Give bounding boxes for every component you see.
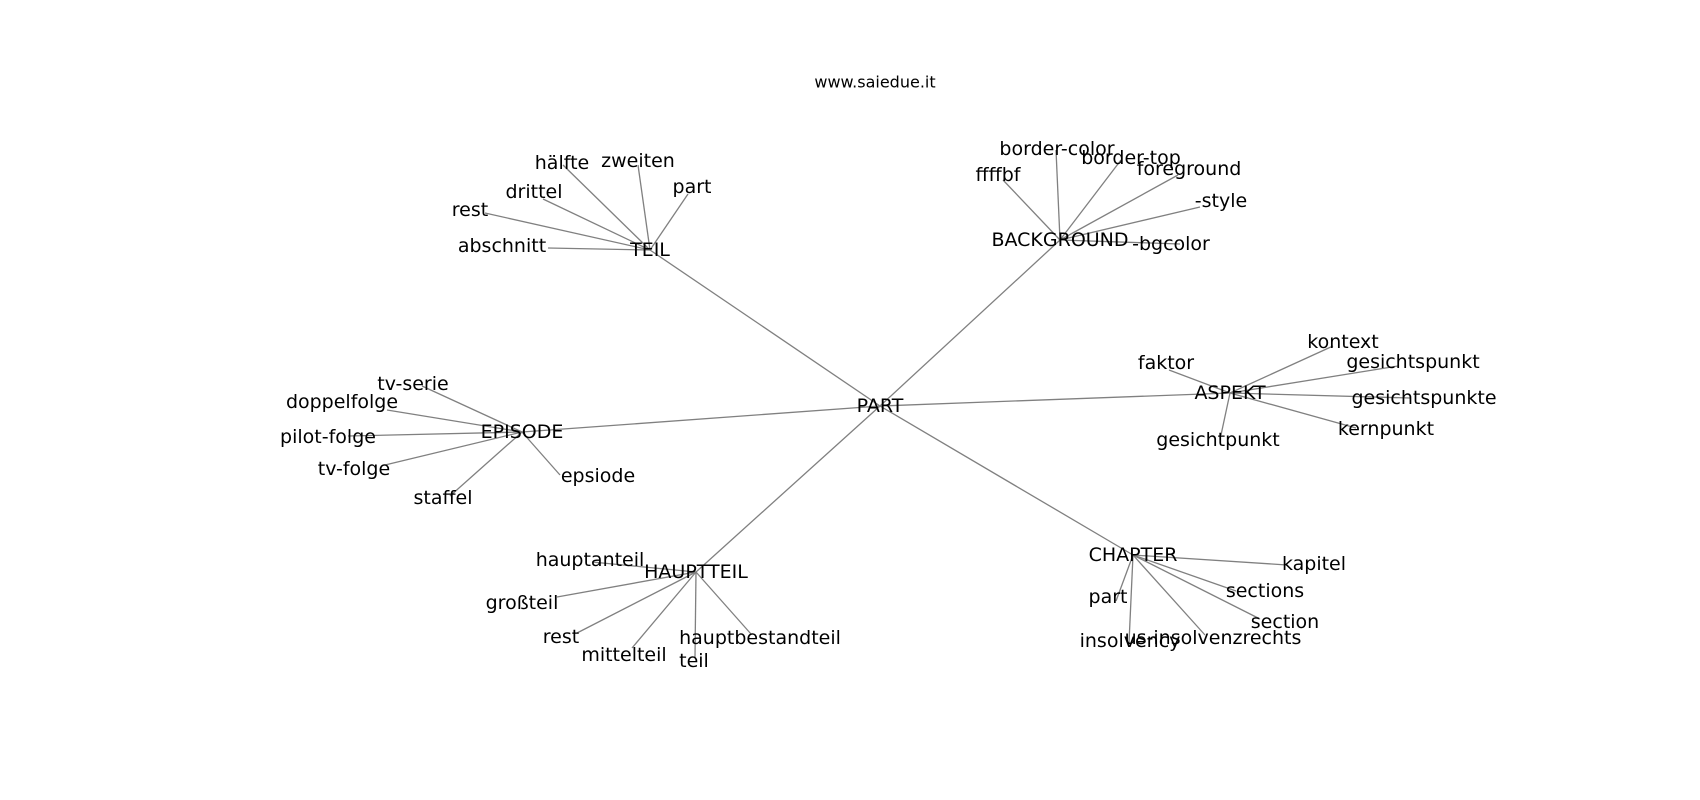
edge-hub-to-leaf <box>591 561 697 573</box>
root-node-label: PART <box>857 395 904 417</box>
leaf-node-label: faktor <box>1138 352 1194 374</box>
edges-layer <box>347 149 1411 658</box>
leaf-node-label: hälfte <box>535 152 589 174</box>
leaf-node-label: border-top <box>1081 147 1181 169</box>
edge-root-to-hub <box>879 239 1061 407</box>
edge-hub-to-leaf <box>1059 239 1181 245</box>
leaf-node-label: gesichtspunkt <box>1346 351 1479 373</box>
edge-hub-to-leaf <box>347 431 523 437</box>
edge-hub-to-leaf <box>1059 159 1122 241</box>
leaf-node-label: gesichtspunkte <box>1351 387 1496 409</box>
leaf-node-label: zweiten <box>601 150 675 172</box>
edge-hub-to-leaf <box>1229 392 1357 429</box>
labels-layer: hälfte zweiten part drittel rest abschnitt bor… <box>280 138 1496 672</box>
edge-hub-to-leaf <box>1132 554 1288 566</box>
leaf-node-label: abschnitt <box>458 235 546 257</box>
edge-hub-to-leaf <box>449 431 523 497</box>
edge-hub-to-leaf <box>1115 554 1134 602</box>
edge-hub-to-leaf <box>576 571 697 634</box>
leaf-node-label: section <box>1251 611 1319 633</box>
leaf-node-label: insolvency <box>1080 630 1181 652</box>
leaf-node-label: epsiode <box>561 465 635 487</box>
leaf-node-label: staffel <box>413 487 472 509</box>
edge-hub-to-leaf <box>542 198 651 251</box>
edge-root-to-hub <box>879 392 1231 407</box>
leaf-node-label: part <box>673 176 712 198</box>
leaf-node-label: pilot-folge <box>280 426 376 448</box>
edge-hub-to-leaf <box>1059 206 1201 241</box>
leaf-node-label: rest <box>543 626 579 648</box>
leaf-node-label: drittel <box>505 181 562 203</box>
leaf-node-label: doppelfolge <box>286 391 398 413</box>
edge-hub-to-leaf <box>384 431 523 466</box>
leaf-node-label: hauptanteil <box>536 549 645 571</box>
edge-hub-to-leaf <box>637 164 651 251</box>
edge-hub-to-leaf <box>1229 365 1399 394</box>
edge-root-to-hub <box>649 249 881 407</box>
edge-hub-to-leaf <box>1229 392 1411 399</box>
edge-hub-to-leaf <box>1220 392 1231 436</box>
leaf-node-label: teil <box>679 650 709 672</box>
edge-hub-to-leaf <box>386 409 523 433</box>
edge-hub-to-leaf <box>649 193 689 251</box>
edge-hub-to-leaf <box>1168 369 1231 394</box>
edge-hub-to-leaf <box>562 164 651 251</box>
leaf-node-label: rest <box>452 199 488 221</box>
leaf-node-label: kernpunkt <box>1338 418 1434 440</box>
hub-node-label: TEIL <box>629 239 670 261</box>
leaf-node-label: -bgcolor <box>1132 233 1210 255</box>
hub-node-label: EPISODE <box>481 421 564 443</box>
leaf-node-label: tv-folge <box>318 458 390 480</box>
leaf-node-label: kontext <box>1307 331 1379 353</box>
hub-node-label: HAUPTTEIL <box>644 561 748 583</box>
edge-hub-to-leaf <box>1132 554 1206 636</box>
leaf-node-label: sections <box>1226 580 1304 602</box>
edge-hub-to-leaf <box>1128 554 1134 644</box>
leaf-node-label: mittelteil <box>581 644 666 666</box>
leaf-node-label: kapitel <box>1282 553 1346 575</box>
edge-hub-to-leaf <box>1055 149 1061 241</box>
leaf-node-label: großteil <box>486 592 559 614</box>
leaf-node-label: border-color <box>999 138 1114 160</box>
credit-text: www.saiedue.it <box>814 73 935 92</box>
leaf-node-label: gesichtpunkt <box>1156 429 1279 451</box>
leaf-node-label: -style <box>1195 190 1247 212</box>
edge-hub-to-leaf <box>1002 179 1061 241</box>
leaf-node-label: hauptbestandteil <box>679 627 841 649</box>
edge-hub-to-leaf <box>484 212 651 251</box>
leaf-node-label: foreground <box>1137 158 1242 180</box>
leaf-node-label: part <box>1089 586 1128 608</box>
leaf-node-label: tv-serie <box>377 373 448 395</box>
edge-hub-to-leaf <box>421 385 523 433</box>
edge-hub-to-leaf <box>521 431 561 476</box>
leaf-node-label: us-insolvenzrechts <box>1125 627 1302 649</box>
hub-node-label: CHAPTER <box>1089 544 1178 566</box>
hub-node-label: BACKGROUND <box>991 229 1128 251</box>
edge-hub-to-leaf <box>631 571 697 649</box>
edge-root-to-hub <box>695 405 881 573</box>
edge-hub-to-leaf <box>547 247 651 251</box>
edge-hub-to-leaf <box>556 571 697 598</box>
hub-node-label: ASPEKT <box>1194 382 1266 404</box>
edge-root-to-hub <box>879 405 1134 556</box>
edge-hub-to-leaf <box>1059 174 1179 241</box>
edge-root-to-hub <box>521 405 881 433</box>
edge-hub-to-leaf <box>1132 554 1261 620</box>
edge-hub-to-leaf <box>1229 345 1334 394</box>
edge-hub-to-leaf <box>1132 554 1237 592</box>
edge-hub-to-leaf <box>694 571 697 658</box>
edge-hub-to-leaf <box>695 571 752 635</box>
leaf-node-label: ffffbf <box>976 164 1022 186</box>
